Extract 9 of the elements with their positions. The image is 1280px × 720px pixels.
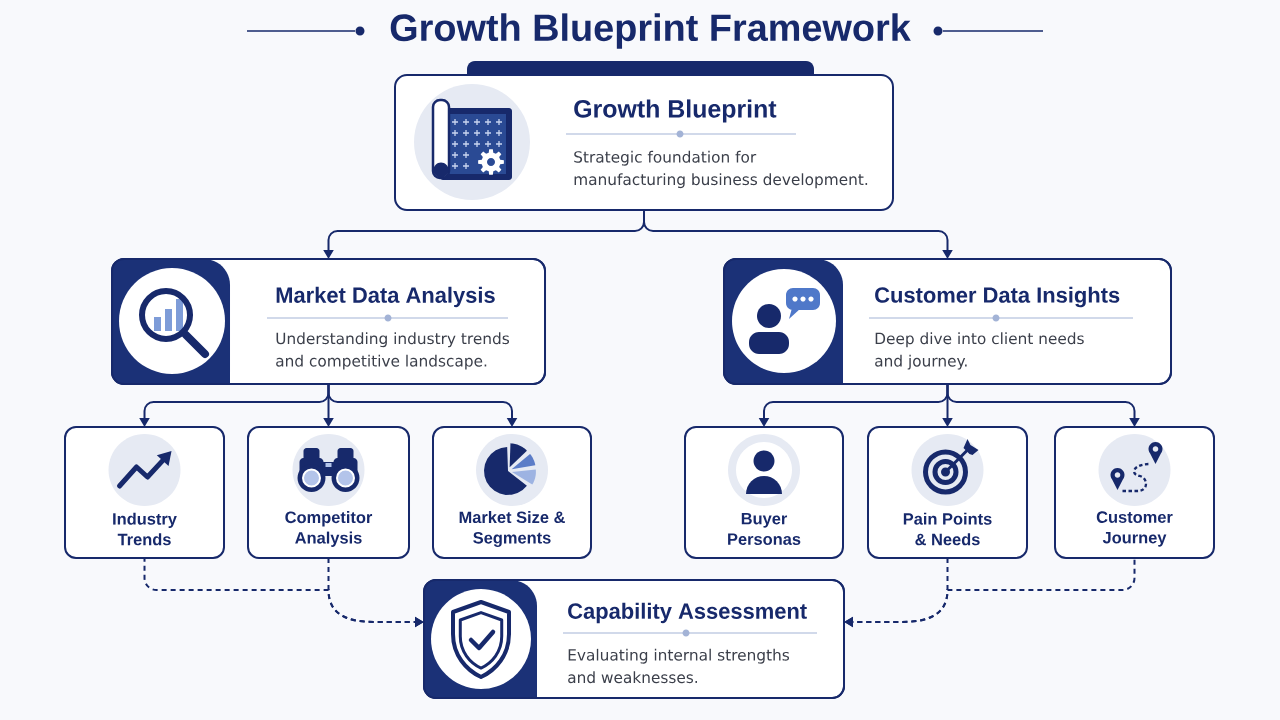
card-description: Understanding industry trends and competitive landscape. bbox=[276, 332, 509, 370]
card-description: Strategic foundation for manufacturing business development. bbox=[574, 150, 868, 189]
title: Growth Blueprint Framework bbox=[390, 13, 911, 49]
card-heading: Growth Blueprint bbox=[574, 99, 777, 123]
card-description: Deep dive into client needs and journey. bbox=[875, 332, 1084, 370]
card-heading: Capability Assessment bbox=[568, 602, 807, 624]
card-heading: Customer Data Insights bbox=[875, 286, 1120, 308]
card-description: Evaluating internal strengths and weaknesses. bbox=[568, 648, 790, 684]
card-heading: Market Data Analysis bbox=[276, 286, 495, 308]
